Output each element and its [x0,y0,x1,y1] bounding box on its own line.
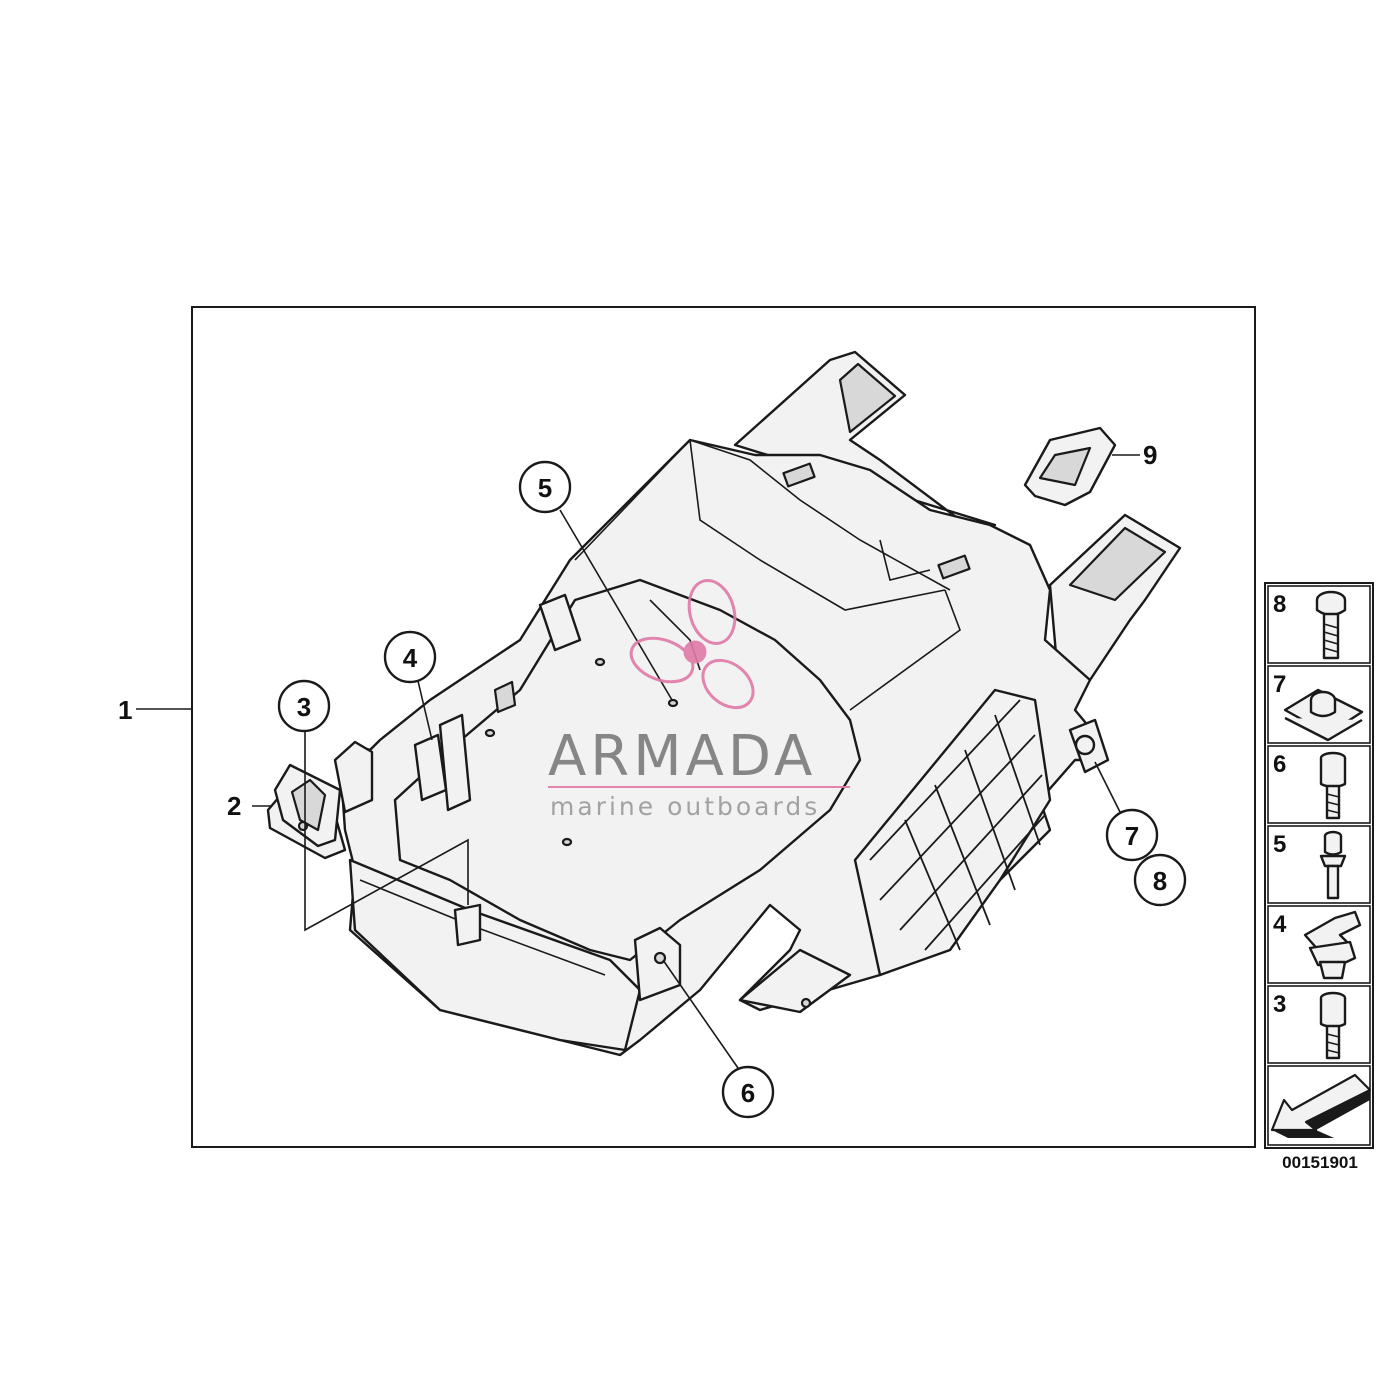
leader-4 [417,680,433,741]
inner-floor [393,578,862,962]
callout-7-group: 7 [1094,761,1159,862]
hardware-legend: 8 7 6 5 [1264,582,1374,1149]
notch-line [879,539,931,581]
callout-4-circle [383,630,437,684]
socket-screw-icon [1319,751,1347,820]
callout-6-group: 6 [662,959,775,1119]
cable-clip-icon [1303,910,1362,980]
upper-floor-line [689,439,946,611]
leader-6 [662,959,739,1069]
cap-recess [1038,446,1092,487]
lower-flange-hole [800,997,812,1009]
cover-tray [333,350,1182,1057]
clip-seat-upper [538,593,582,652]
callout-5-group: 5 [518,460,673,701]
callout-3-group: 3 [277,679,469,932]
left-bracket [333,740,374,814]
clip-tab [493,680,517,714]
callout-7-circle [1105,808,1159,862]
legend-row-5 [1267,825,1371,904]
slot-upper-2 [937,554,971,580]
clip-slot [290,778,327,832]
arrow-icon [1270,1073,1372,1138]
watermark-subtitle: marine outboards [550,792,820,821]
legend-label-5: 5 [1273,831,1286,858]
part-2-clip [266,763,347,860]
socket-screw-icon-2 [1319,991,1347,1060]
floor-hole-1 [594,657,606,667]
pin-screw-icon [1319,830,1347,900]
mounting-ear-hole [1074,734,1096,756]
callout-6: 6 [741,1078,755,1108]
callout-8-circle [1133,853,1187,907]
legend-label-7: 7 [1273,671,1286,698]
callout-5: 5 [538,473,552,503]
propeller-logo-icon [629,579,755,710]
callout-2: 2 [227,791,241,821]
callout-8: 8 [1153,866,1167,896]
diagram-frame [191,306,1256,1148]
legend-label-4: 4 [1273,911,1287,938]
lower-flange [738,948,852,1014]
callout-9: 9 [1143,440,1157,470]
grid-ribs [869,699,1046,951]
callout-3: 3 [297,692,311,722]
part-9-cap [1023,426,1117,507]
clip-seat-left-2 [438,713,472,812]
callout-4: 4 [403,643,418,673]
legend-label-6: 6 [1273,751,1286,778]
upper-wall-line [574,439,951,591]
duct-arm-right-opening [1068,526,1167,602]
torx-bolt-icon [1315,590,1347,660]
watermark-title: ARMADA [548,724,816,789]
callout-3-circle [277,679,331,733]
leader-5 [559,509,673,701]
leader-3 [304,731,469,932]
legend-label-8: 8 [1273,591,1286,618]
floor-hole-2 [667,698,679,708]
legend-label-3: 3 [1273,991,1286,1018]
step-line [849,589,961,711]
callout-4-group: 4 [383,630,437,741]
duct-arm-upper-opening [838,362,897,434]
legend-row-3 [1267,985,1371,1064]
floor-hole-4 [561,837,573,847]
front-post [453,903,482,947]
callout-5-circle [518,460,572,514]
callout-6-circle [721,1065,775,1119]
callout-7: 7 [1125,821,1139,851]
callout-8-group: 8 [1133,853,1187,907]
legend-row-6 [1267,745,1371,824]
clip-nut-icon [1283,688,1364,742]
front-bracket [633,926,682,1002]
floor-hole-3 [484,728,496,738]
leader-7 [1094,761,1121,813]
grid-channel [853,688,1052,977]
part-label-1: 1 [118,695,132,725]
diagram-code: 00151901 [1282,1153,1358,1172]
slot-upper-1 [782,462,816,488]
armada-watermark: ARMADA marine outboards [548,579,850,821]
front-lip [348,858,642,1052]
